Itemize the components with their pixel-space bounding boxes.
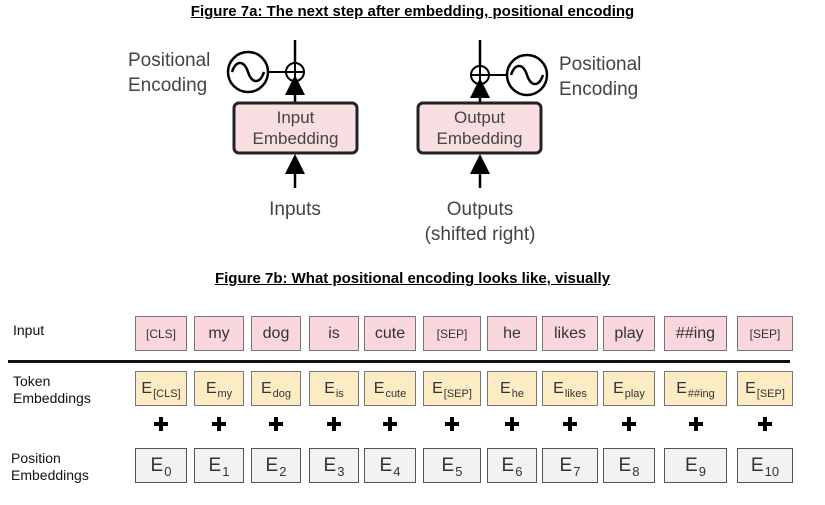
input-token: my <box>194 316 244 351</box>
input-token: [CLS] <box>135 316 187 351</box>
outputs-label-line2: (shifted right) <box>425 224 536 245</box>
plus-icon <box>563 417 577 431</box>
input-token: [SEP] <box>737 316 793 351</box>
token-embedding: E##ing <box>664 371 727 406</box>
token-row-label-line2: Embeddings <box>13 390 91 406</box>
figure-7b-title: Figure 7b: What positional encoding look… <box>214 270 611 287</box>
plus-icon <box>327 417 341 431</box>
input-row-label: Input <box>13 322 45 338</box>
input-token: he <box>487 316 537 351</box>
output-embedding-line1: Output <box>454 108 505 127</box>
plus-icon <box>154 417 168 431</box>
plus-icon <box>445 417 459 431</box>
outputs-label-line1: Outputs <box>447 199 514 220</box>
left-sine-wave-icon <box>226 50 270 94</box>
plus-icon <box>622 417 636 431</box>
left-positional-label-line1: Positional <box>128 50 210 71</box>
positional-encoding-diagram: Positional Encoding Input Embedding Inpu… <box>128 40 641 245</box>
output-embedding-box: Output Embedding <box>416 101 543 155</box>
left-positional-label-line2: Encoding <box>128 75 207 96</box>
inputs-label: Inputs <box>269 199 321 220</box>
input-token: [SEP] <box>423 316 481 351</box>
input-token: likes <box>542 316 598 351</box>
token-embedding: E[SEP] <box>423 371 481 406</box>
token-embedding: E[CLS] <box>135 371 187 406</box>
input-token: play <box>603 316 655 351</box>
token-embedding: E[SEP] <box>737 371 793 406</box>
right-add-icon <box>470 65 490 85</box>
output-embedding-line2: Embedding <box>436 129 522 148</box>
input-token: ##ing <box>664 316 727 351</box>
left-add-icon <box>285 62 305 82</box>
plus-icon <box>383 417 397 431</box>
plus-icon <box>212 417 226 431</box>
input-token: is <box>309 316 359 351</box>
plus-icon <box>269 417 283 431</box>
right-positional-label-line1: Positional <box>559 54 641 75</box>
plus-icon <box>505 417 519 431</box>
input-token: cute <box>364 316 416 351</box>
plus-icon <box>689 417 703 431</box>
input-token: dog <box>251 316 301 351</box>
right-sine-wave-icon <box>505 53 549 97</box>
input-embedding-box: Input Embedding <box>232 101 359 155</box>
input-embedding-line1: Input <box>277 108 315 127</box>
figure-7a-title: Figure 7a: The next step after embedding… <box>190 3 635 20</box>
token-row-label-line1: Token <box>13 373 51 389</box>
row-divider <box>8 360 790 363</box>
position-row-label-line2: Embeddings <box>11 467 89 483</box>
position-row-label-line1: Position <box>11 450 61 466</box>
input-embedding-line2: Embedding <box>252 129 338 148</box>
right-positional-label-line2: Encoding <box>559 79 638 100</box>
plus-icon <box>758 417 772 431</box>
